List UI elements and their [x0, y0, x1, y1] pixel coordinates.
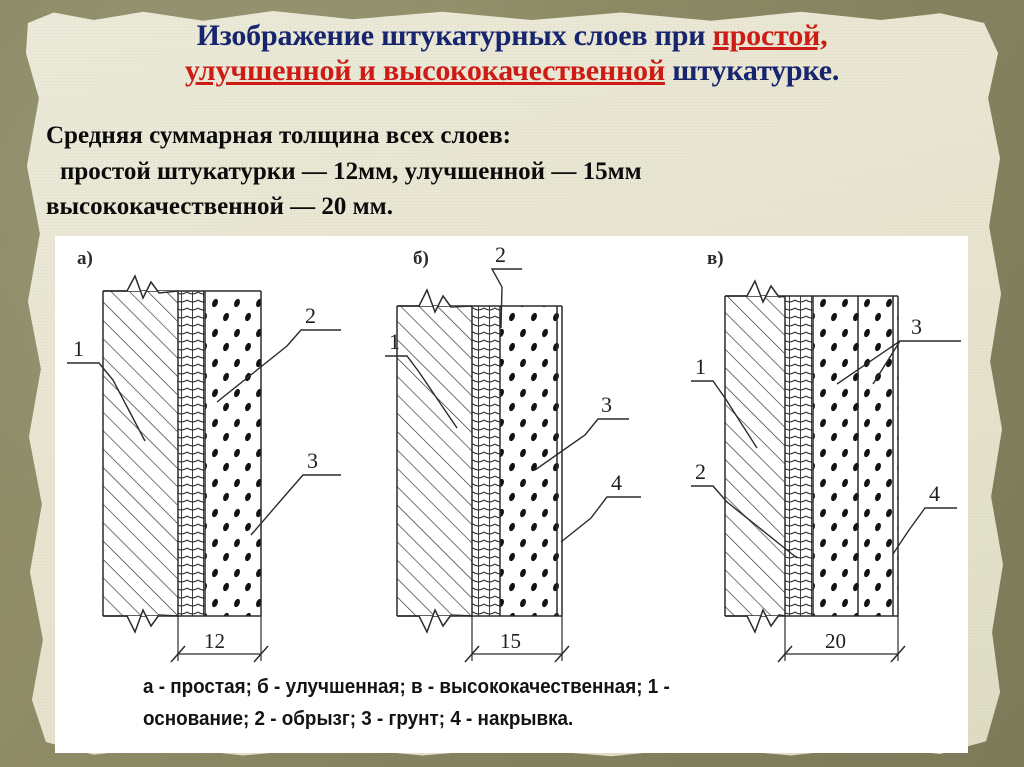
- figure-a-dimension-label: 12: [204, 629, 225, 653]
- figure-a-drawing: 1 2 3 12: [67, 274, 341, 663]
- figure-c-letter: в): [707, 248, 724, 269]
- summary-line-1: Средняя суммарная толщина всех слоев:: [46, 122, 511, 149]
- figure-a-letter: а): [77, 248, 93, 269]
- title-line-2: улучшенной и высококачественной штукатур…: [0, 53, 1024, 88]
- figure-caption: а - простая; б - улучшенная; в - высокок…: [143, 671, 879, 735]
- figure-a-callout-2: 2: [305, 303, 316, 328]
- figure-c-callout-2: 2: [695, 459, 706, 484]
- figure-b-drawing: 1 2 3 4 15: [385, 242, 641, 663]
- caption-line-1: а - простая; б - улучшенная; в - высокок…: [143, 675, 670, 698]
- page-title: Изображение штукатурных слоев при просто…: [0, 18, 1024, 89]
- title-line-1-accent: простой,: [712, 19, 828, 52]
- figure-a-callout-1: 1: [73, 336, 84, 361]
- figure-c: в): [685, 236, 968, 676]
- summary-line-2: простой штукатурки — 12мм, улучшенной — …: [60, 157, 642, 185]
- title-line-1: Изображение штукатурных слоев при просто…: [0, 18, 1024, 53]
- figure-c-callout-3: 3: [911, 314, 922, 339]
- title-line-2-accent: улучшенной и высококачественной: [184, 54, 665, 88]
- figure-b-callout-4: 4: [611, 470, 622, 495]
- figure-a-callout-3: 3: [307, 448, 318, 473]
- summary-line-3: высококачественной — 20 мм.: [46, 193, 393, 220]
- summary-text: Средняя суммарная толщина всех слоев: пр…: [46, 118, 976, 225]
- figure-b-letter: б): [413, 248, 429, 269]
- figure-c-callout-4: 4: [929, 481, 940, 506]
- figure-c-callout-1: 1: [695, 354, 706, 379]
- figure-panel: а): [55, 236, 968, 753]
- figure-a: а): [55, 236, 385, 676]
- figure-b-callout-2: 2: [495, 242, 506, 267]
- figure-c-drawing: 3 1 2 4 20: [691, 279, 961, 663]
- figure-b-dimension-label: 15: [500, 629, 521, 653]
- figure-b: б): [385, 236, 685, 676]
- figure-b-callout-1: 1: [389, 329, 400, 354]
- caption-line-2: основание; 2 - обрызг; 3 - грунт; 4 - на…: [143, 706, 574, 730]
- title-line-2-plain: штукатурке.: [664, 54, 840, 88]
- figure-b-callout-3: 3: [601, 392, 612, 417]
- figure-c-dimension-label: 20: [825, 629, 846, 653]
- title-line-1-plain: Изображение штукатурных слоев при: [196, 19, 713, 52]
